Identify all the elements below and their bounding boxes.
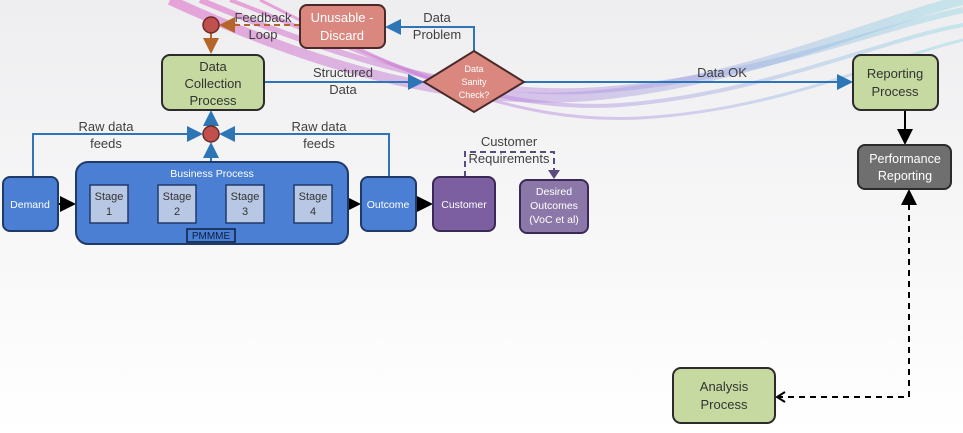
desired-outcomes-label-3: (VoC et al)	[529, 214, 579, 226]
raw-feeds-right-label: Raw data	[292, 119, 348, 134]
data-collection-node[interactable]: Data Collection Process	[161, 54, 265, 111]
sanity-check-label: Data	[464, 64, 483, 74]
analysis-performance-link	[777, 189, 917, 398]
unusable-discard-node[interactable]: Unusable - Discard	[299, 4, 386, 49]
unusable-label-2: Discard	[320, 28, 364, 43]
stage-label: Stage	[231, 191, 260, 203]
stage-number: 3	[242, 206, 248, 218]
stage-label: Stage	[95, 191, 124, 203]
customer-requirements-label: Customer	[481, 134, 538, 149]
structured-data-label: Structured	[313, 65, 373, 80]
analysis-label-2: Process	[701, 397, 748, 412]
stage-1[interactable]: Stage 1	[89, 184, 129, 224]
analysis-process-node[interactable]: Analysis Process	[672, 367, 776, 424]
reporting-process-node[interactable]: Reporting Process	[852, 54, 939, 111]
business-process-node[interactable]: Business Process Stage 1 Stage 2 Stage 3…	[75, 161, 349, 245]
stage-label: Stage	[163, 191, 192, 203]
feedback-junction	[202, 16, 220, 34]
demand-label: Demand	[10, 199, 50, 211]
data-ok-label: Data OK	[697, 65, 747, 80]
data-problem-label: Data	[423, 10, 451, 25]
stage-number: 4	[310, 206, 316, 218]
data-collection-label: Data	[199, 59, 227, 74]
raw-feeds-left-label-2: feeds	[90, 136, 122, 151]
data-sanity-check-node[interactable]: Data Sanity Check?	[422, 49, 526, 114]
connectors	[32, 17, 917, 403]
reporting-label-2: Process	[872, 84, 919, 99]
requirements-line	[464, 151, 555, 177]
performance-label: Performance	[869, 152, 941, 166]
customer-node[interactable]: Customer	[432, 176, 496, 232]
outcome-label: Outcome	[367, 199, 410, 211]
demand-node[interactable]: Demand	[2, 176, 59, 232]
data-collection-label-2: Collection	[184, 76, 241, 91]
demand-feed-line	[32, 126, 203, 177]
stage-2[interactable]: Stage 2	[157, 184, 197, 224]
desired-outcomes-node[interactable]: Desired Outcomes (VoC et al)	[519, 179, 589, 234]
stage-number: 1	[106, 206, 112, 218]
outcome-node[interactable]: Outcome	[360, 176, 417, 232]
raw-feeds-right-label-2: feeds	[303, 136, 335, 151]
feedback-loop-label: Feedback	[234, 10, 292, 25]
performance-label-2: Reporting	[878, 169, 932, 183]
pmmme-badge	[186, 228, 236, 243]
sanity-check-label-3: Check?	[459, 90, 490, 100]
stage-number: 2	[174, 206, 180, 218]
data-problem-label-2: Problem	[413, 27, 461, 42]
desired-outcomes-label: Desired	[536, 186, 572, 198]
stage-label: Stage	[299, 191, 328, 203]
structured-data-label-2: Data	[329, 82, 357, 97]
stage-4[interactable]: Stage 4	[293, 184, 333, 224]
data-collection-label-3: Process	[190, 93, 237, 108]
business-process-label: Business Process	[170, 168, 253, 180]
performance-reporting-node[interactable]: Performance Reporting	[857, 144, 952, 190]
customer-label: Customer	[441, 199, 487, 211]
analysis-label: Analysis	[700, 379, 749, 394]
feedback-loop-label-2: Loop	[249, 27, 278, 42]
sanity-check-label-2: Sanity	[461, 77, 487, 87]
feeds-junction	[202, 125, 220, 143]
pmmme-label: PMMME	[192, 231, 231, 242]
data-problem-line	[385, 19, 475, 51]
reporting-label: Reporting	[867, 66, 923, 81]
outcome-feed-line	[219, 126, 390, 177]
desired-outcomes-label-2: Outcomes	[530, 200, 578, 212]
unusable-label: Unusable -	[311, 10, 374, 25]
stage-3[interactable]: Stage 3	[225, 184, 265, 224]
raw-feeds-left-label: Raw data	[79, 119, 135, 134]
customer-requirements-label-2: Requirements	[469, 151, 550, 166]
